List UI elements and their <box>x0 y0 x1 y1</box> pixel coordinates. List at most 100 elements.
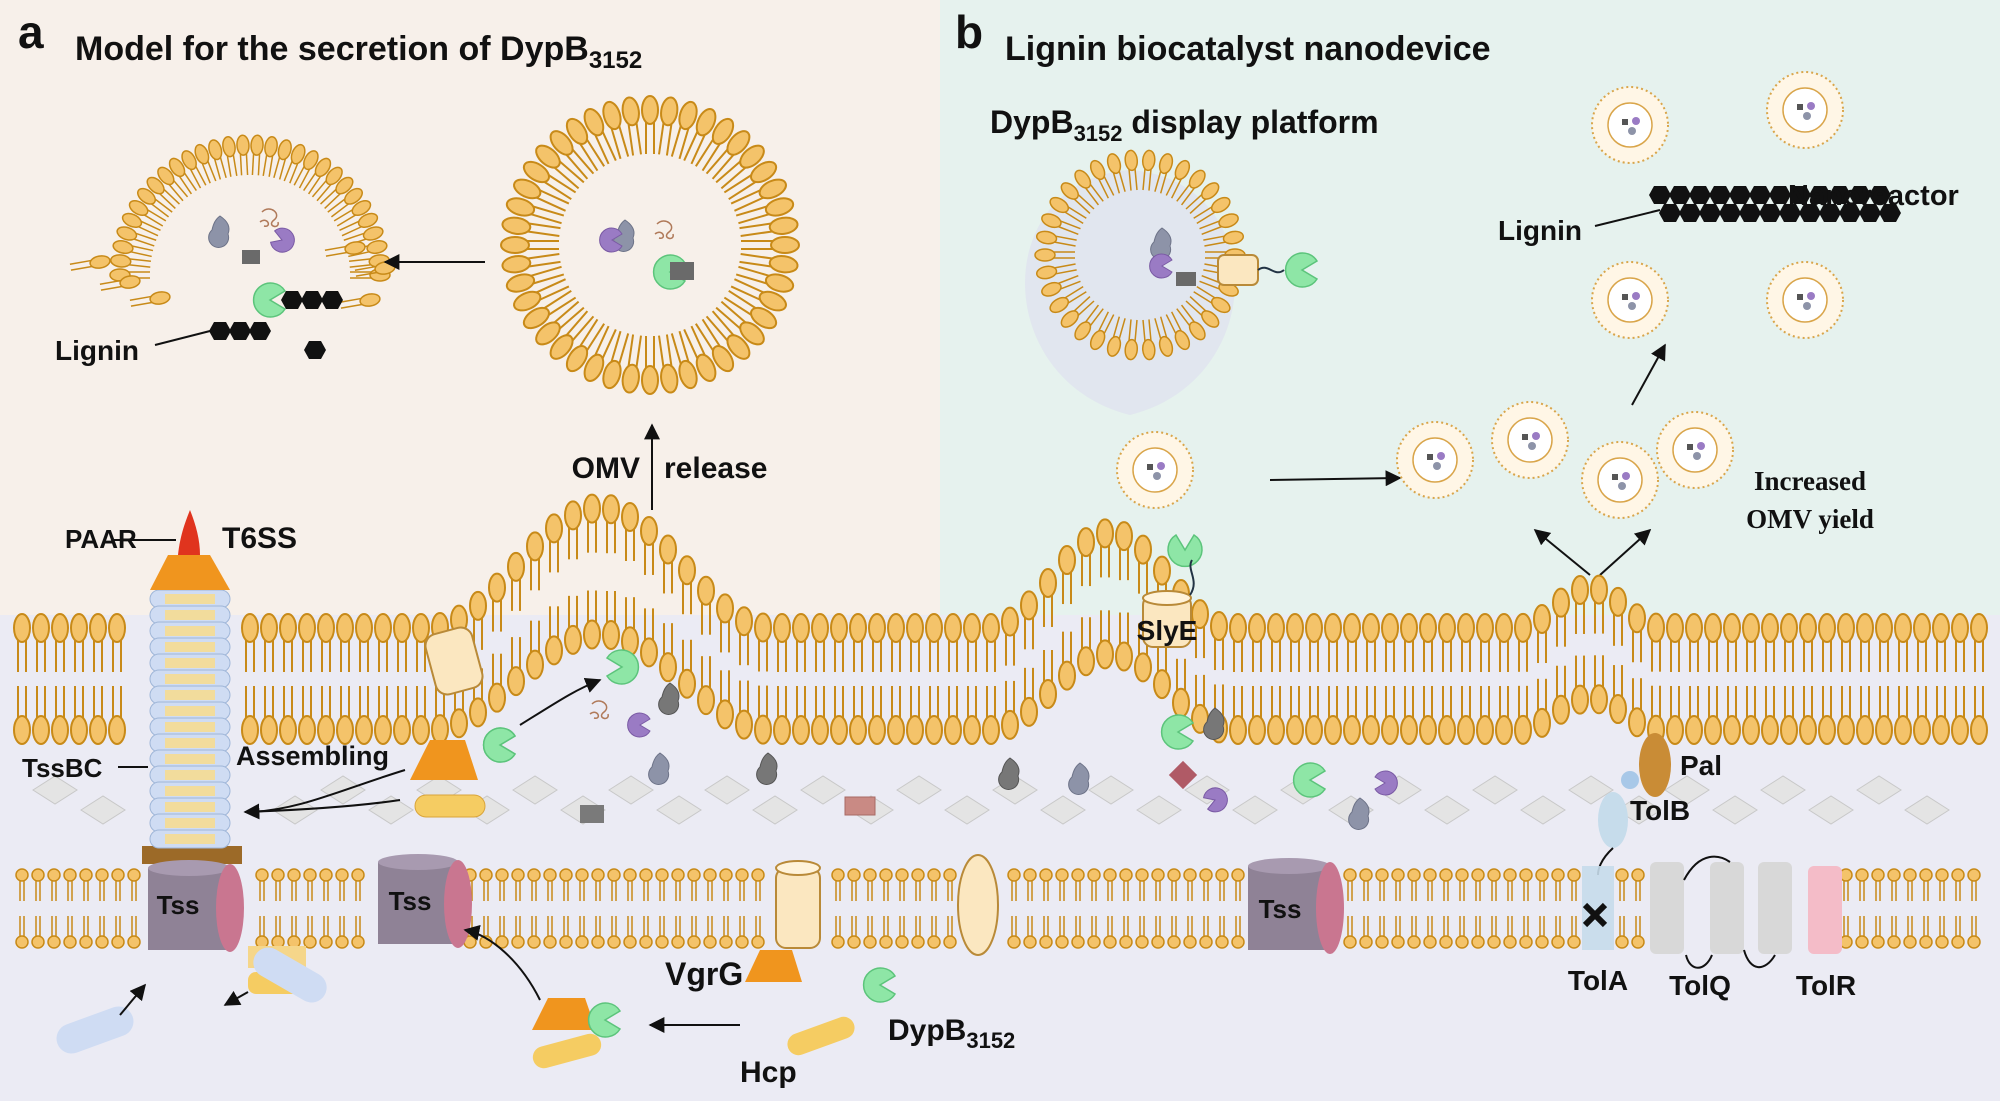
vgrg-cytoplasm <box>532 998 596 1030</box>
hcp-tube-segment <box>165 594 215 604</box>
tss-complex-1 <box>148 860 244 952</box>
tss-label-2: Tss <box>389 886 432 916</box>
assembling-label: Assembling <box>236 741 389 771</box>
tolq-subunit <box>1710 862 1744 954</box>
hcp-tube-segment <box>165 642 215 652</box>
hcp-tube-segment <box>165 722 215 732</box>
sheath-in-arrow <box>119 983 147 1016</box>
omv-release-label-2: release <box>664 452 767 485</box>
slye-protein <box>1142 559 1195 648</box>
paar-label: PAAR <box>65 524 137 554</box>
small-vesicle <box>1656 411 1734 489</box>
hcp-tube-segment <box>165 626 215 636</box>
pal-label: Pal <box>1680 750 1722 781</box>
lignin-pointer <box>154 330 211 346</box>
hcp-tube-segment <box>165 786 215 796</box>
small-vesicle <box>1396 421 1474 499</box>
red-diamond <box>1168 760 1198 790</box>
hcp-label: Hcp <box>740 1056 797 1089</box>
tola-knockout-cross <box>1582 902 1608 928</box>
lignin-chain-bottom <box>209 322 271 340</box>
hcp-tube-segment <box>165 738 215 748</box>
om-barrel-protein <box>424 626 484 696</box>
budding-arrow-right <box>1599 528 1652 576</box>
panel-a-background <box>0 0 940 620</box>
lignin-pointer-b <box>1594 209 1661 227</box>
hcp-tube-segment <box>165 818 215 828</box>
slye-display <box>1217 252 1318 288</box>
yield-arrow <box>1269 470 1402 487</box>
sheath-subunit <box>56 1006 134 1054</box>
tolb-protein <box>1598 792 1628 848</box>
lignin-label-a: Lignin <box>55 335 139 366</box>
cell-background <box>0 615 2000 1101</box>
panel-b-letter: b <box>955 6 983 58</box>
tss-loading-arrow <box>463 924 541 1001</box>
tolb-connector <box>1621 771 1639 789</box>
export-arrow <box>519 677 602 726</box>
nanoreactor-label: Nanoreactor <box>1788 180 1959 212</box>
nanoreactor-vesicle <box>1766 71 1844 149</box>
grey-cube <box>670 262 694 280</box>
increased-omv-label-1: Increased <box>1754 466 1866 496</box>
grey-cube <box>1176 272 1196 286</box>
tolq-label: TolQ <box>1669 970 1731 1001</box>
omv-release-label-1: OMV <box>572 452 640 485</box>
sheath-out-arrow <box>223 990 249 1006</box>
hcp-tube-segment <box>165 690 215 700</box>
vgrg-assembling <box>410 740 478 780</box>
budding-arrow-left <box>1533 528 1591 576</box>
grey-cube <box>580 805 604 823</box>
display-platform-bubble <box>1025 170 1235 415</box>
tolq-subunit <box>1758 862 1792 954</box>
hcp-tube-segment <box>165 754 215 764</box>
small-vesicle <box>1581 441 1659 519</box>
tola-label: TolA <box>1568 965 1628 996</box>
hcp-assembling <box>414 794 486 818</box>
small-vesicle <box>1491 401 1569 479</box>
im-channel <box>775 860 821 949</box>
t6ss-label: T6SS <box>222 522 297 555</box>
nanoreactor-arrow <box>1631 343 1666 406</box>
tolq-subunit <box>1650 862 1684 954</box>
im-oval-protein <box>957 854 999 956</box>
panel-a-letter: a <box>18 6 44 58</box>
lignin-label-b: Lignin <box>1498 215 1582 246</box>
lignin-chain-top <box>281 291 343 309</box>
paar-tip <box>178 510 200 555</box>
small-vesicle <box>1116 431 1194 509</box>
assembling-arrow <box>243 799 401 820</box>
baseplate <box>142 846 242 864</box>
tolr-label: TolR <box>1796 970 1856 1001</box>
display-platform-label: DypB3152 display platform <box>990 104 1379 146</box>
tss-label-1: Tss <box>157 890 200 920</box>
tolb-label: TolB <box>1630 795 1690 826</box>
pal-protein <box>1639 733 1671 797</box>
hcp-icon <box>787 1016 855 1056</box>
tss-label-3: Tss <box>1259 894 1302 924</box>
panel-a-title: Model for the secretion of DypB3152 <box>75 30 642 74</box>
hcp-tube-segment <box>165 658 215 668</box>
pink-cube <box>844 796 876 816</box>
hcp-tube-segment <box>165 706 215 716</box>
nanoreactor-vesicle <box>1591 86 1669 164</box>
tss-complex-3 <box>1248 858 1344 954</box>
vgrg-icon <box>745 950 802 982</box>
sheath-subunit <box>253 947 327 1003</box>
dypb-label: DypB3152 <box>888 1014 1015 1053</box>
hcp-cytoplasm <box>532 1033 602 1069</box>
slye-label: SlyE <box>1137 615 1198 646</box>
increased-omv-label-2: OMV yield <box>1746 504 1874 534</box>
grey-cube <box>242 250 260 264</box>
vgrg-label: VgrG <box>665 956 743 992</box>
hcp-tube-segment <box>165 834 215 844</box>
hcp-tube-segment <box>165 802 215 812</box>
t6ss-apparatus <box>142 510 242 864</box>
nanoreactor-vesicle <box>1766 261 1844 339</box>
tssbc-sheath <box>149 589 231 849</box>
panel-b-title: Lignin biocatalyst nanodevice <box>1005 30 1491 68</box>
vgrg-spike <box>150 555 230 590</box>
tssbc-label: TssBC <box>22 753 103 783</box>
